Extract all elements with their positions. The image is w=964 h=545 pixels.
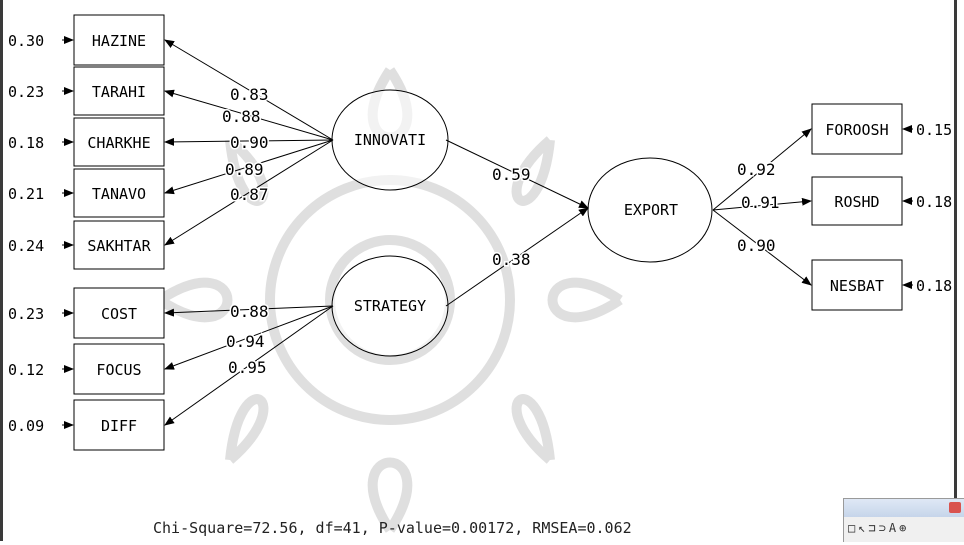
path-coef-strat-export: 0.38 [492, 250, 531, 269]
indicator-label: CHARKHE [87, 134, 150, 152]
toolbox-tool-icons[interactable]: □↖⊐⊃A⊕ [848, 521, 910, 535]
indicator-box-focus: FOCUS [73, 343, 165, 395]
indicator-label: FOCUS [96, 361, 141, 379]
indicator-box-cost: COST [73, 287, 165, 339]
loading-value-focus: 0.94 [226, 332, 265, 351]
error-arrows-left [62, 36, 74, 429]
drawing-toolbox[interactable]: □↖⊐⊃A⊕ [843, 498, 964, 542]
path-coef-innov-export: 0.59 [492, 165, 531, 184]
error-value-diff: 0.09 [8, 417, 44, 435]
indicator-box-roshd: ROSHD [811, 176, 903, 226]
loading-value-hazine: 0.83 [230, 85, 269, 104]
structural-paths [445, 139, 589, 307]
error-value-tarahi: 0.23 [8, 83, 44, 101]
error-value-hazine: 0.30 [8, 32, 44, 50]
loading-value-nesbat: 0.90 [737, 236, 776, 255]
indicator-box-diff: DIFF [73, 399, 165, 451]
indicator-box-nesbat: NESBAT [811, 259, 903, 311]
loading-value-charkhe: 0.90 [230, 133, 269, 152]
indicator-label: DIFF [101, 417, 137, 435]
indicator-box-charkhe: CHARKHE [73, 117, 165, 167]
indicator-label: NESBAT [830, 277, 884, 295]
loading-value-cost: 0.88 [230, 302, 269, 321]
latent-label: EXPORT [624, 201, 678, 219]
indicator-label: ROSHD [834, 193, 879, 211]
error-value-sakhtar: 0.24 [8, 237, 44, 255]
indicator-box-tanavo: TANAVO [73, 168, 165, 218]
loading-value-sakhtar: 0.87 [230, 185, 269, 204]
right-scrollbar-edge [954, 0, 957, 500]
indicator-label: COST [101, 305, 137, 323]
loading-value-diff: 0.95 [228, 358, 267, 377]
loading-value-tanavo: 0.89 [225, 160, 264, 179]
error-value-cost: 0.23 [8, 305, 44, 323]
error-value-charkhe: 0.18 [8, 134, 44, 152]
error-arrows-right [902, 125, 913, 289]
error-value-nesbat: 0.18 [916, 277, 952, 295]
latent-innovati: INNOVATI [331, 89, 449, 191]
indicator-label: FOROOSH [825, 121, 888, 139]
latent-export: EXPORT [587, 157, 713, 263]
indicator-label: TANAVO [92, 185, 146, 203]
toolbox-titlebar[interactable] [844, 499, 964, 517]
indicator-label: TARAHI [92, 83, 146, 101]
left-border [0, 0, 3, 541]
indicator-label: SAKHTAR [87, 237, 151, 255]
error-value-foroosh: 0.15 [916, 121, 952, 139]
loading-arrows-export [712, 128, 812, 286]
loading-value-foroosh: 0.92 [737, 160, 776, 179]
fit-statistics-text: Chi-Square=72.56, df=41, P-value=0.00172… [153, 519, 632, 537]
indicator-box-tarahi: TARAHI [73, 66, 165, 116]
indicator-box-sakhtar: SAKHTAR [73, 220, 165, 270]
close-icon[interactable] [949, 502, 961, 513]
latent-label: STRATEGY [354, 297, 426, 315]
error-value-tanavo: 0.21 [8, 185, 44, 203]
loading-arrows-innovati [164, 39, 334, 246]
indicator-box-hazine: HAZINE [73, 14, 165, 66]
loading-labels: 0.83 0.88 0.90 0.89 0.87 0.88 0.94 0.95 … [221, 84, 782, 379]
loading-value-tarahi: 0.88 [222, 107, 261, 126]
latent-label: INNOVATI [354, 131, 426, 149]
indicator-box-foroosh: FOROOSH [811, 103, 903, 155]
loading-arrows-strategy [164, 305, 334, 426]
indicator-label: HAZINE [92, 32, 146, 50]
error-value-roshd: 0.18 [916, 193, 952, 211]
error-value-focus: 0.12 [8, 361, 44, 379]
latent-strategy: STRATEGY [331, 255, 449, 357]
loading-value-roshd: 0.91 [741, 193, 780, 212]
